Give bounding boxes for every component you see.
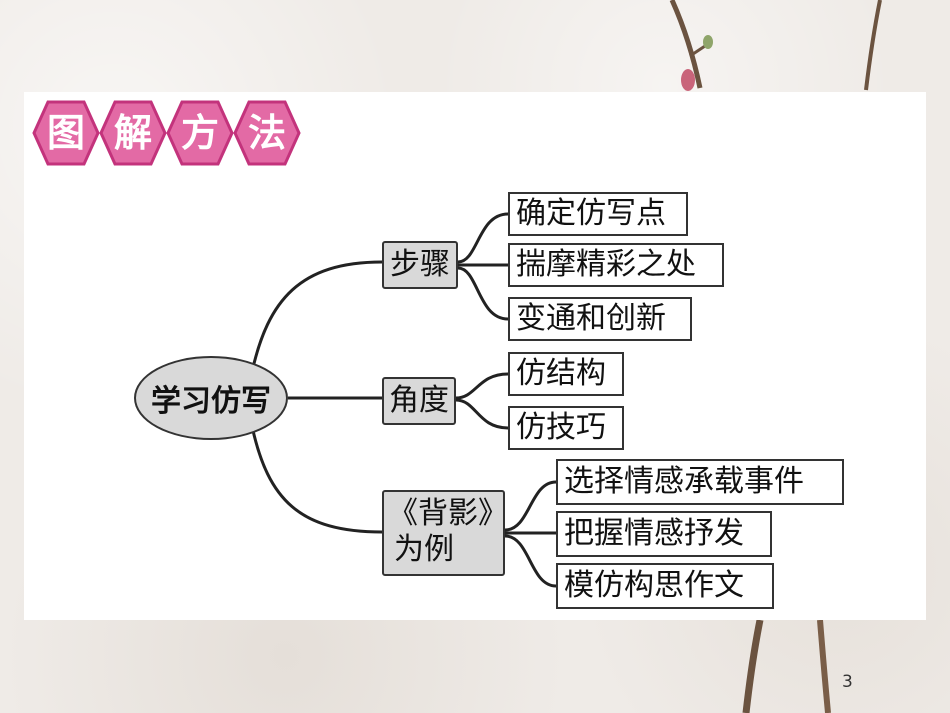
mindmap-root: 学习仿写 — [134, 356, 288, 440]
leaf-node: 揣摩精彩之处 — [508, 243, 724, 287]
title-char: 法 — [247, 111, 286, 155]
title-char: 图 — [46, 111, 85, 155]
branch-steps: 步骤 — [382, 241, 458, 289]
title-char: 方 — [180, 111, 219, 155]
leaf-node: 仿技巧 — [508, 406, 624, 450]
leaf-node: 仿结构 — [508, 352, 624, 396]
leaf-node: 确定仿写点 — [508, 192, 688, 236]
leaf-node: 选择情感承载事件 — [556, 459, 844, 505]
leaf-node: 模仿构思作文 — [556, 563, 774, 609]
branch-example-line1: 《背影》 — [388, 496, 508, 531]
branch-example: 《背影》 为例 — [382, 490, 508, 576]
page-number: 3 — [842, 672, 853, 692]
branch-example-line2: 为例 — [394, 532, 454, 567]
leaf-node: 变通和创新 — [508, 297, 692, 341]
branch-angle: 角度 — [382, 377, 456, 425]
title-char: 解 — [113, 111, 152, 155]
leaf-node: 把握情感抒发 — [556, 511, 772, 557]
